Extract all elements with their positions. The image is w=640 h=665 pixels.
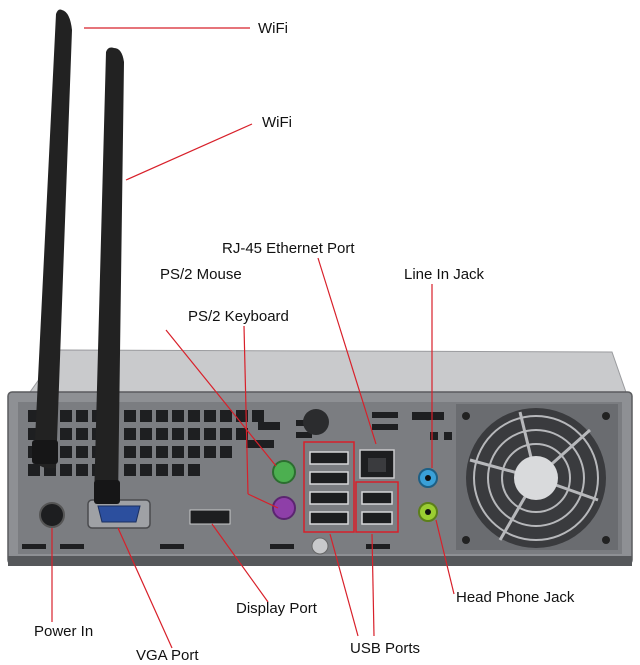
fan-icon <box>456 404 618 550</box>
label-display-port: Display Port <box>236 600 317 617</box>
ps2-mouse-port <box>272 460 296 484</box>
leader-lines <box>51 27 455 649</box>
label-power-in: Power In <box>34 623 94 640</box>
label-ps2-keyboard: PS/2 Keyboard <box>188 308 289 325</box>
usb-ports-right <box>361 491 393 525</box>
chassis-base <box>8 556 632 566</box>
usb-ports-left <box>309 451 349 525</box>
power-socket-icon <box>39 502 65 528</box>
label-ps2-mouse: PS/2 Mouse <box>160 266 242 283</box>
thumbscrew <box>303 409 329 435</box>
usb-highlight-box-2 <box>355 481 399 533</box>
vga-port <box>87 499 151 529</box>
label-usb-ports: USB Ports <box>350 640 421 657</box>
label-head-phone-jack: Head Phone Jack <box>456 589 575 606</box>
label-rj45-ethernet-port: RJ-45 Ethernet Port <box>222 240 355 257</box>
usb-highlight-box <box>303 441 355 533</box>
wifi-antenna-icon <box>32 9 124 504</box>
display-port <box>189 509 231 525</box>
ps2-keyboard-port <box>272 496 296 520</box>
label-line-in-jack: Line In Jack <box>404 266 485 283</box>
foot-screw <box>311 537 329 555</box>
label-wifi-top: WiFi <box>258 20 288 37</box>
label-vga-port: VGA Port <box>136 647 199 664</box>
label-wifi-second: WiFi <box>262 114 292 131</box>
